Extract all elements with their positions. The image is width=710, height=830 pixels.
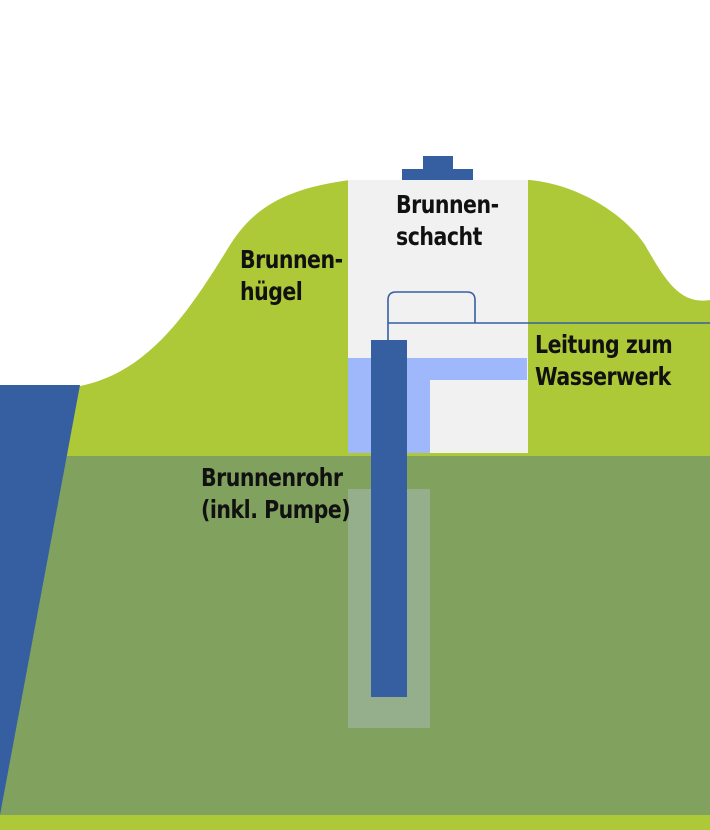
shaft-cap-base: [402, 169, 473, 180]
label-leitung-zum-wasserwerk: Leitung zum Wasserwerk: [535, 330, 673, 391]
label-brunnenhuegel: Brunnen- hügel: [240, 245, 343, 306]
water-body: [0, 385, 80, 815]
label-brunnenschacht: Brunnen- schacht: [396, 190, 499, 251]
bottom-band: [0, 815, 710, 830]
well-pipe: [371, 340, 407, 697]
waterworks-pipeline: [387, 291, 476, 340]
shaft-cap-top: [423, 156, 453, 170]
label-brunnenrohr: Brunnenrohr (inkl. Pumpe): [201, 463, 351, 524]
